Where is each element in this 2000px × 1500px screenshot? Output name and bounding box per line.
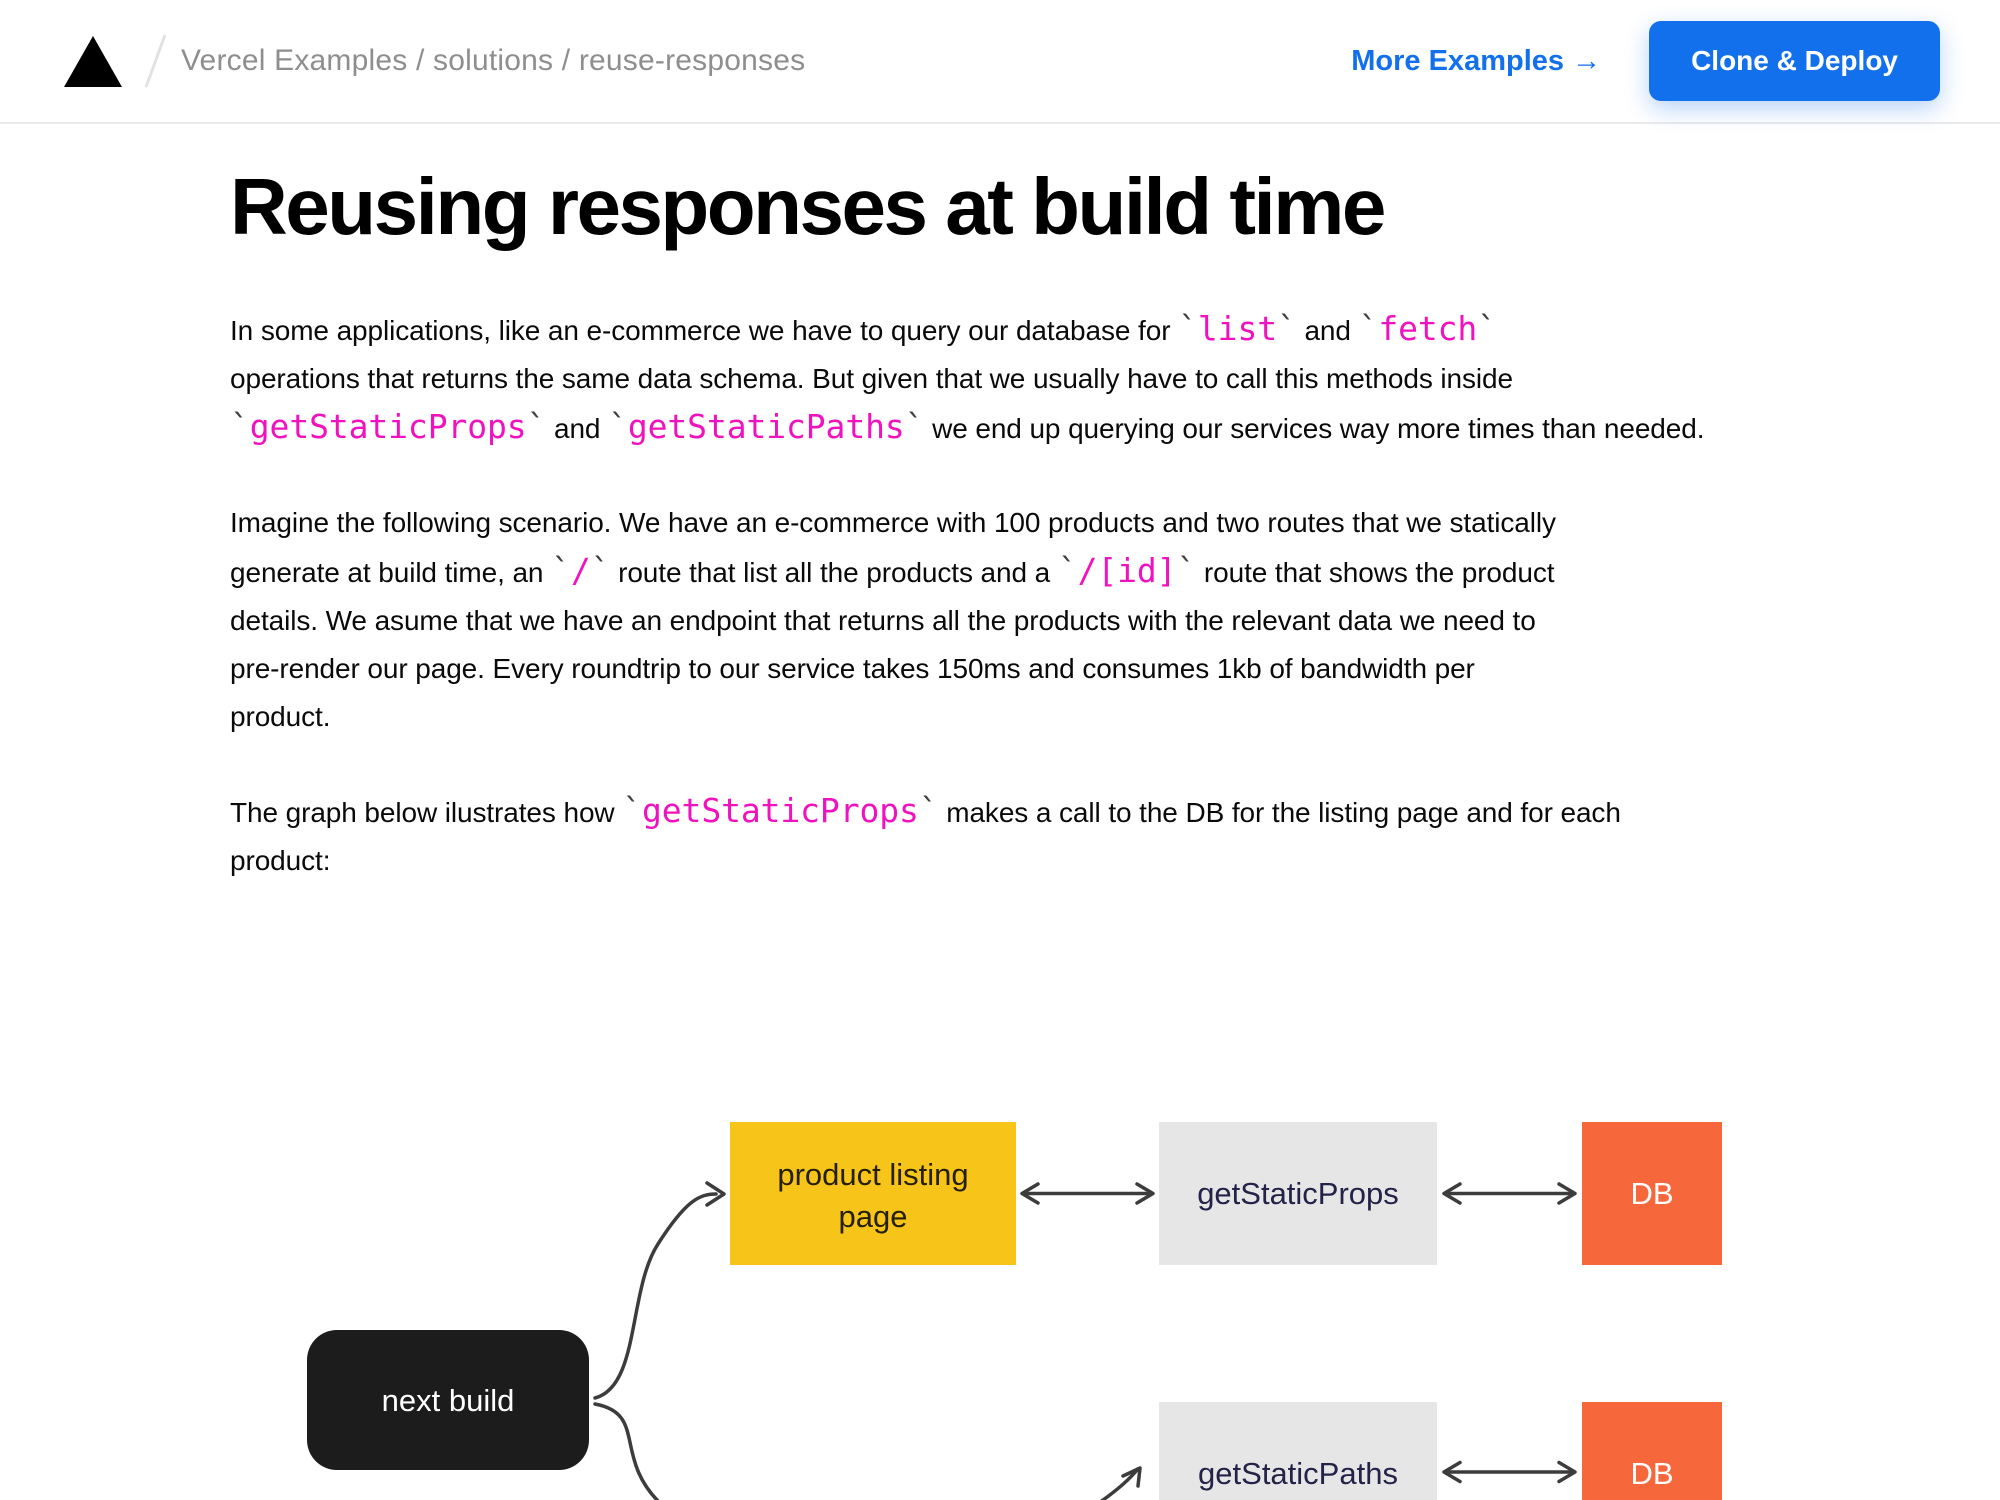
arrowhead-left-props: [1442, 1182, 1462, 1205]
backtick: `: [904, 407, 925, 446]
edge-next-build-to-paths: [593, 1402, 1140, 1500]
diagram-node-get-static-paths: [1159, 1402, 1437, 1500]
diagram-label-get-static-paths: getStaticPaths: [1198, 1456, 1398, 1491]
more-examples-link[interactable]: More Examples →: [1351, 44, 1602, 77]
backtick: `: [230, 407, 250, 446]
inline-code: list: [1197, 309, 1277, 348]
inline-code: getStaticPaths: [627, 407, 905, 446]
diagram-node-db-bottom: [1582, 1402, 1722, 1500]
diagram-node-db-top: [1582, 1122, 1722, 1265]
backtick: `: [622, 791, 643, 830]
paragraph-scenario: Imagine the following scenario. We have …: [230, 507, 1556, 732]
backtick: `: [1057, 551, 1078, 590]
arrowhead-left-paths: [1442, 1460, 1462, 1484]
clone-deploy-button[interactable]: Clone & Deploy: [1649, 21, 1940, 101]
inline-code: getStaticProps: [642, 791, 919, 830]
page-title: Reusing responses at build time: [230, 162, 1386, 251]
diagram-node-product-listing-page: [730, 1122, 1016, 1265]
arrowhead-left-listing: [1020, 1182, 1040, 1205]
diagram-label-get-static-props: getStaticProps: [1197, 1176, 1399, 1211]
backtick: `: [1358, 309, 1379, 348]
arrowhead-right-db-bottom: [1557, 1460, 1577, 1484]
backtick: `: [590, 551, 611, 590]
vercel-logo-triangle-icon[interactable]: [64, 35, 122, 87]
main-content: Reusing responses at build time In some …: [230, 0, 1770, 885]
breadcrumb-slash-divider: [144, 34, 167, 88]
backtick: `: [608, 407, 628, 446]
diagram-label-next-build: next build: [382, 1383, 515, 1418]
paragraph-graph-intro: The graph below ilustrates how `getStati…: [230, 791, 1621, 876]
backtick: `: [1276, 309, 1297, 348]
inline-code: getStaticProps: [249, 407, 527, 446]
arrowhead-right-props: [1135, 1182, 1155, 1205]
header: Vercel Examples / solutions / reuse-resp…: [0, 0, 2000, 124]
diagram-label-product-listing-line2: page: [839, 1199, 908, 1234]
inline-code: /: [570, 551, 591, 590]
backtick: `: [918, 791, 939, 830]
inline-code: fetch: [1378, 309, 1478, 348]
backtick: `: [1176, 551, 1197, 590]
edge-next-build-to-listing: [593, 1192, 718, 1400]
diagram-node-get-static-props: [1159, 1122, 1437, 1265]
arrowhead-into-paths: [1121, 1466, 1142, 1488]
arrowhead-into-listing: [705, 1181, 726, 1207]
diagram-label-db-top: DB: [1630, 1176, 1673, 1211]
build-flow-diagram: next build product listing page getStati…: [307, 1122, 1722, 1500]
backtick: `: [1178, 309, 1198, 348]
arrowhead-right-db-top: [1557, 1182, 1577, 1205]
diagram-node-next-build: [307, 1330, 589, 1470]
paragraph-intro: In some applications, like an e-commerce…: [230, 309, 1705, 446]
diagram-label-product-listing-line1: product listing: [777, 1157, 968, 1192]
diagram-label-db-bottom: DB: [1630, 1456, 1673, 1491]
inline-code: /[id]: [1077, 551, 1177, 590]
breadcrumb[interactable]: Vercel Examples / solutions / reuse-resp…: [181, 44, 806, 77]
backtick: `: [1477, 309, 1497, 348]
backtick: `: [551, 551, 571, 590]
backtick: `: [526, 407, 547, 446]
